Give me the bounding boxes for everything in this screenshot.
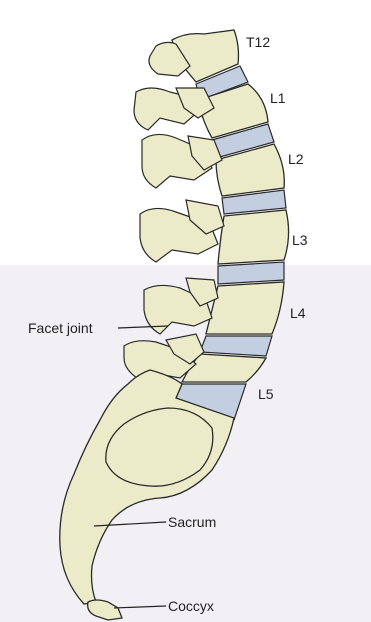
vertebra-l3-body xyxy=(218,210,289,264)
label-t12: T12 xyxy=(246,34,270,50)
label-sacrum: Sacrum xyxy=(168,514,216,530)
vertebra-l4-body xyxy=(206,282,284,334)
label-l4: L4 xyxy=(290,305,306,321)
label-facet-joint: Facet joint xyxy=(28,320,93,336)
label-coccyx: Coccyx xyxy=(168,598,214,614)
label-l1: L1 xyxy=(270,90,286,106)
disc-l3-l4 xyxy=(218,262,284,284)
label-l2: L2 xyxy=(288,151,304,167)
label-l5: L5 xyxy=(258,386,274,402)
disc-l4-l5 xyxy=(200,336,272,356)
label-l3: L3 xyxy=(292,232,308,248)
